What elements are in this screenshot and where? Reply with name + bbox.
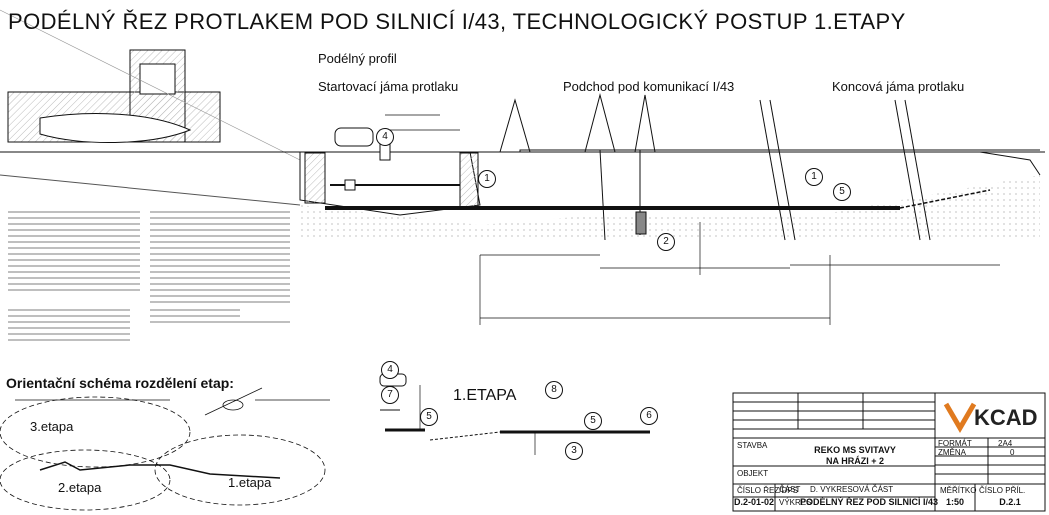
- drawing-name: PODÉLNÝ ŘEZ POD SILNICÍ I/43: [800, 497, 939, 507]
- stage-marker-5a: 5: [420, 408, 438, 426]
- vykres-label: VÝKRES: [779, 498, 812, 507]
- profile-heading: Podélný profil: [318, 51, 397, 66]
- marker-4: 4: [376, 128, 394, 146]
- orientation-scheme: [0, 387, 330, 511]
- stage-marker-8: 8: [545, 381, 563, 399]
- cislo-value: D.2-01-02: [733, 497, 775, 507]
- stage-marker-5b: 5: [584, 412, 602, 430]
- format-label: FORMÁT: [938, 439, 972, 448]
- stage-label: 1.ETAPA: [453, 387, 517, 404]
- sheet-value: D.2.1: [999, 497, 1021, 507]
- marker-1a: 1: [478, 170, 496, 188]
- notes-left: [8, 211, 290, 341]
- cislo-label: ČÍSLO ŘEZ/DPS: [737, 486, 798, 495]
- terrain: [0, 93, 1045, 241]
- part-value: D. VYKRESOVÁ ČÁST: [810, 485, 894, 494]
- marker-5: 5: [833, 183, 851, 201]
- stavba-label: STAVBA: [737, 441, 768, 450]
- title-block-frame: [732, 392, 1046, 512]
- pipe: [325, 179, 991, 235]
- drawing-title: PODÉLNÝ ŘEZ PROTLAKEM POD SILNICÍ I/43, …: [8, 9, 906, 34]
- marker-2: 2: [657, 233, 675, 251]
- etapa1-label: 1.etapa: [228, 475, 272, 490]
- zmena-value: 0: [1010, 448, 1015, 457]
- dimension-lines: [385, 114, 1000, 325]
- etapa2-label: 2.etapa: [58, 480, 102, 495]
- scale-value: 1:50: [945, 497, 964, 507]
- stage-marker-7: 7: [381, 386, 399, 404]
- logo-graphic: KCAD: [943, 402, 1038, 433]
- stage-marker-3: 3: [565, 442, 583, 460]
- project-name-2: NA HRÁZI + 2: [826, 456, 884, 466]
- orientation-heading: Orientační schéma rozdělení etap:: [6, 375, 234, 391]
- etapa3-label: 3.etapa: [30, 419, 74, 434]
- company-logo: KCAD: [940, 398, 1040, 434]
- stage-marker-6: 6: [640, 407, 658, 425]
- zmena-label: ZMĚNA: [938, 448, 966, 457]
- plan-view: [0, 9, 301, 161]
- objekt-label: OBJEKT: [737, 469, 769, 478]
- end-pit-label: Koncová jáma protlaku: [832, 79, 965, 94]
- stage-marker-4: 4: [381, 361, 399, 379]
- project-name: REKO MS SVITAVY: [814, 445, 896, 455]
- start-pit-label: Startovací jáma protlaku: [318, 79, 459, 94]
- underpass-label: Podchod pod komunikací I/43: [563, 79, 735, 94]
- format-value: 2A4: [998, 439, 1013, 448]
- marker-1b: 1: [805, 168, 823, 186]
- cast-label: ČÁST: [779, 485, 801, 494]
- scale-label: MĚŘÍTKO: [940, 486, 977, 495]
- sheet-label: ČÍSLO PŘÍL.: [979, 486, 1026, 495]
- logo-text: KCAD: [974, 405, 1038, 430]
